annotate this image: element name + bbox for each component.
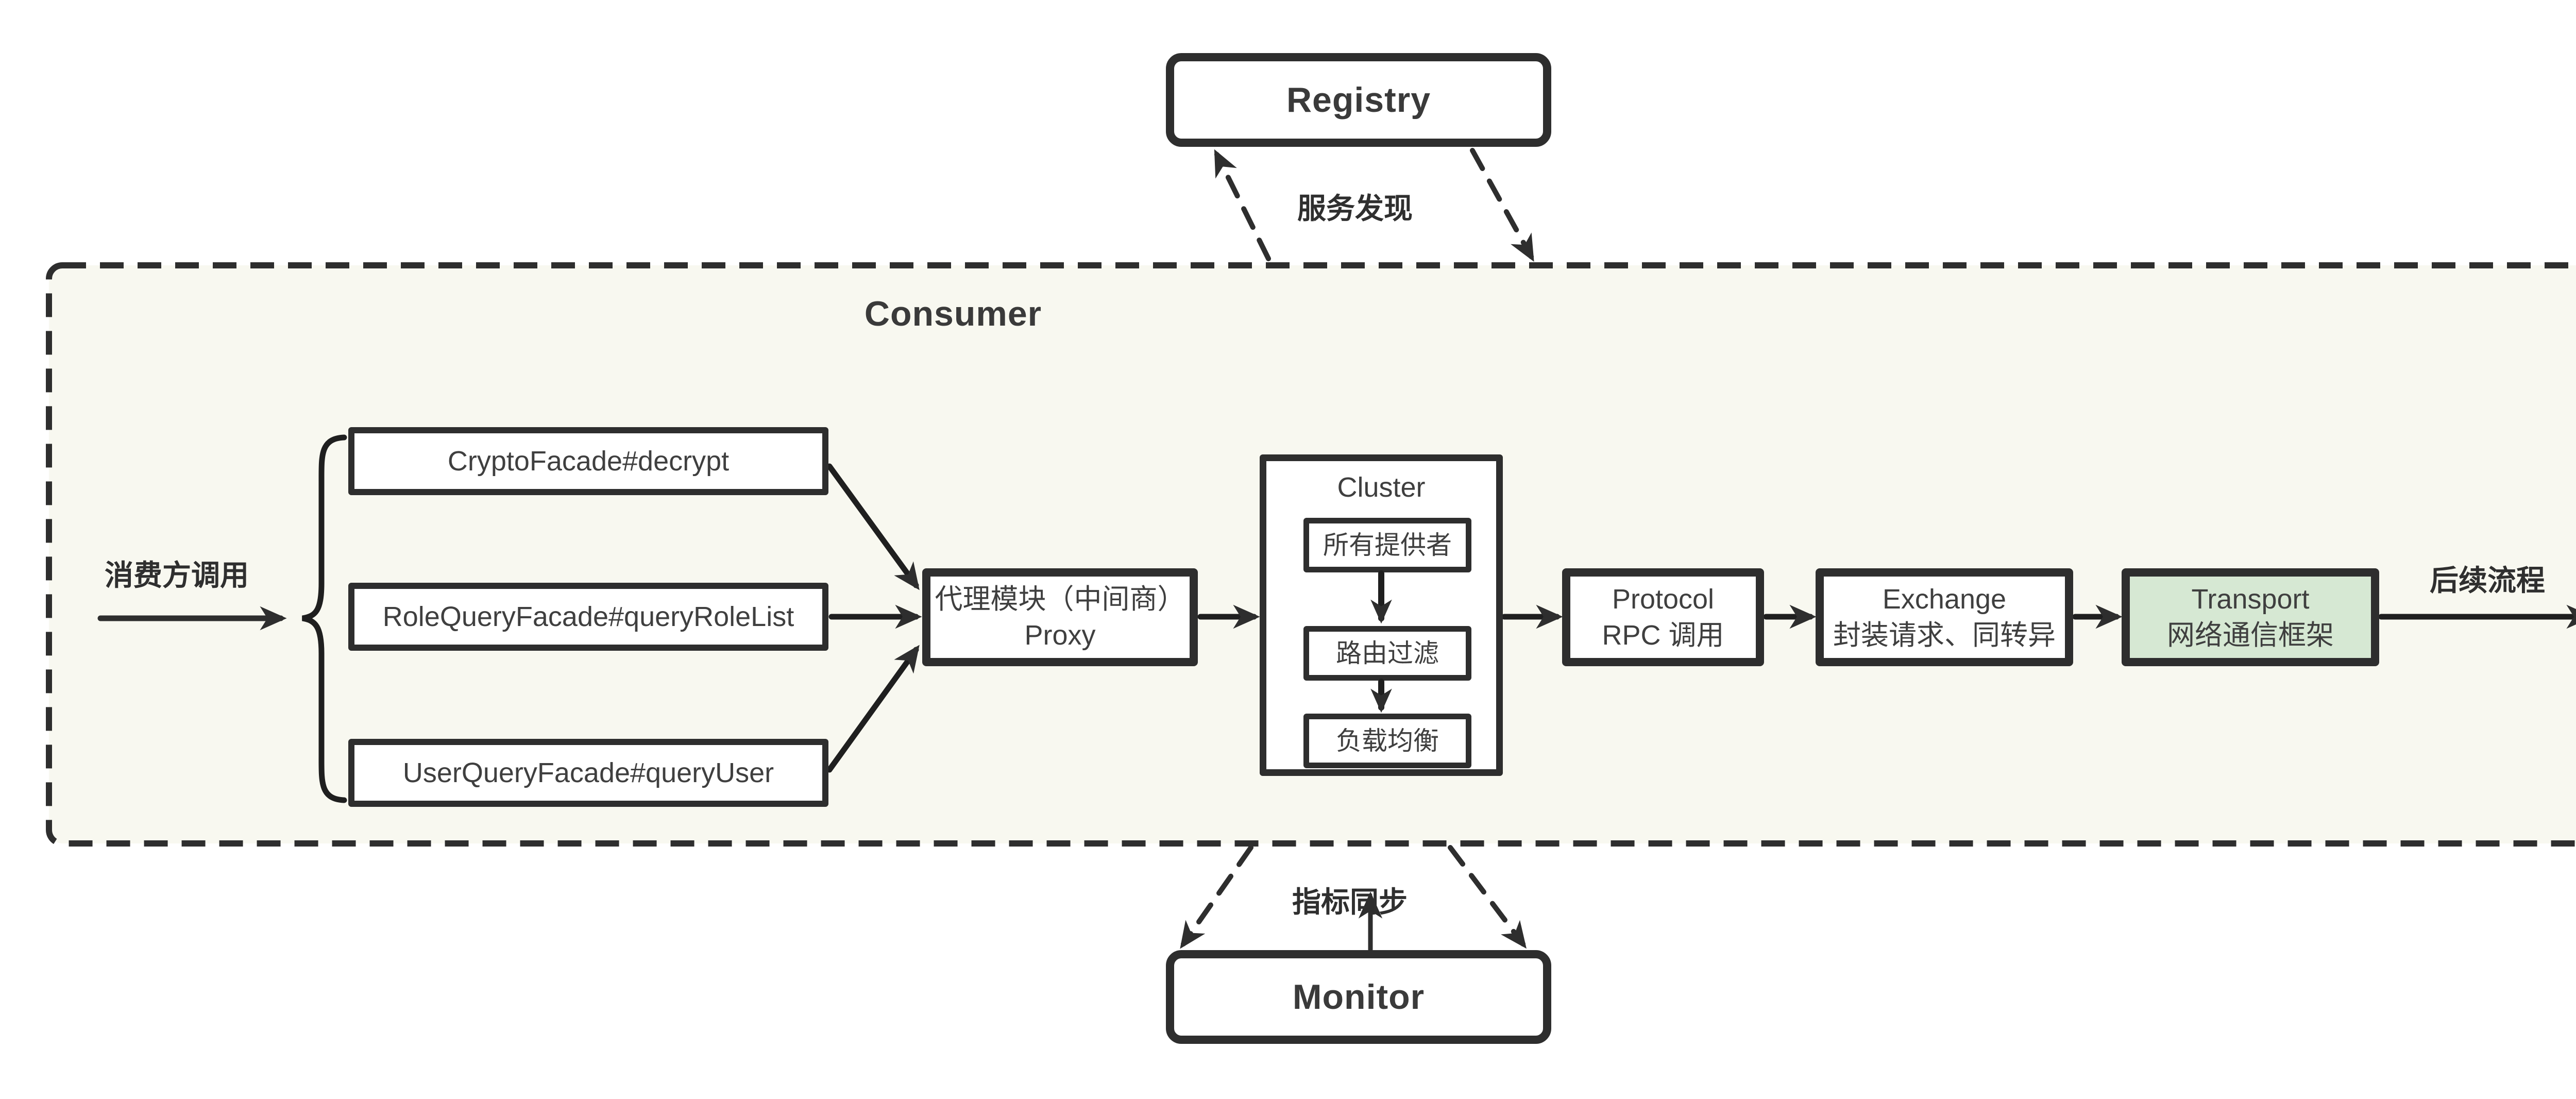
protocol-label-line2: RPC 调用 bbox=[1602, 620, 1724, 651]
registry-discovery-arrow-down bbox=[1470, 148, 1534, 262]
cluster-title: Cluster bbox=[1337, 472, 1426, 503]
consumer-call-label: 消费方调用 bbox=[105, 559, 249, 591]
transport-box: Transport 网络通信框架 bbox=[2122, 568, 2379, 666]
cluster-step-route-filter: 路由过滤 bbox=[1303, 626, 1471, 681]
cluster-box: Cluster 所有提供者 路由过滤 负载均衡 bbox=[1260, 454, 1503, 776]
facade-box-user-query: UserQueryFacade#queryUser bbox=[348, 739, 828, 807]
proxy-box: 代理模块（中间商） Proxy bbox=[922, 568, 1198, 666]
facade-user-query-label: UserQueryFacade#queryUser bbox=[402, 757, 774, 788]
arrow-facade3-to-proxy bbox=[826, 645, 920, 773]
transport-label-line1: Transport bbox=[2191, 583, 2310, 615]
monitor-label: Monitor bbox=[1292, 977, 1425, 1017]
facade-box-crypto: CryptoFacade#decrypt bbox=[348, 427, 828, 495]
service-discovery-label: 服务发现 bbox=[1297, 192, 1413, 225]
protocol-box: Protocol RPC 调用 bbox=[1562, 568, 1764, 666]
fanout-brace bbox=[301, 434, 347, 803]
exchange-label-line1: Exchange bbox=[1882, 583, 2007, 615]
transport-label-line2: 网络通信框架 bbox=[2167, 620, 2334, 651]
consumer-label: Consumer bbox=[864, 294, 1042, 333]
cluster-step-arrows bbox=[1370, 570, 1392, 713]
exchange-box: Exchange 封装请求、同转异 bbox=[1816, 568, 2073, 666]
registry-label: Registry bbox=[1286, 80, 1431, 120]
facade-role-query-label: RoleQueryFacade#queryRoleList bbox=[382, 601, 794, 632]
proxy-label-line2: Proxy bbox=[1024, 620, 1096, 651]
facade-box-role-query: RoleQueryFacade#queryRoleList bbox=[348, 583, 828, 651]
monitor-metrics-arrow-left bbox=[1180, 845, 1253, 949]
monitor-box: Monitor bbox=[1166, 950, 1551, 1044]
cluster-step-load-balance: 负载均衡 bbox=[1303, 714, 1471, 768]
registry-box: Registry bbox=[1166, 53, 1551, 147]
exchange-label-line2: 封装请求、同转异 bbox=[1833, 620, 2056, 651]
proxy-label-line1: 代理模块（中间商） bbox=[935, 583, 1185, 615]
next-steps-label: 后续流程 bbox=[2430, 564, 2545, 597]
monitor-metrics-arrow-right bbox=[1448, 845, 1527, 949]
protocol-label-line1: Protocol bbox=[1612, 583, 1715, 615]
facade-crypto-label: CryptoFacade#decrypt bbox=[447, 445, 730, 477]
registry-discovery-arrow-up bbox=[1214, 149, 1271, 261]
arrow-facade1-to-proxy bbox=[826, 463, 920, 590]
cluster-step-providers: 所有提供者 bbox=[1303, 518, 1471, 572]
metrics-sync-label: 指标同步 bbox=[1292, 886, 1408, 918]
